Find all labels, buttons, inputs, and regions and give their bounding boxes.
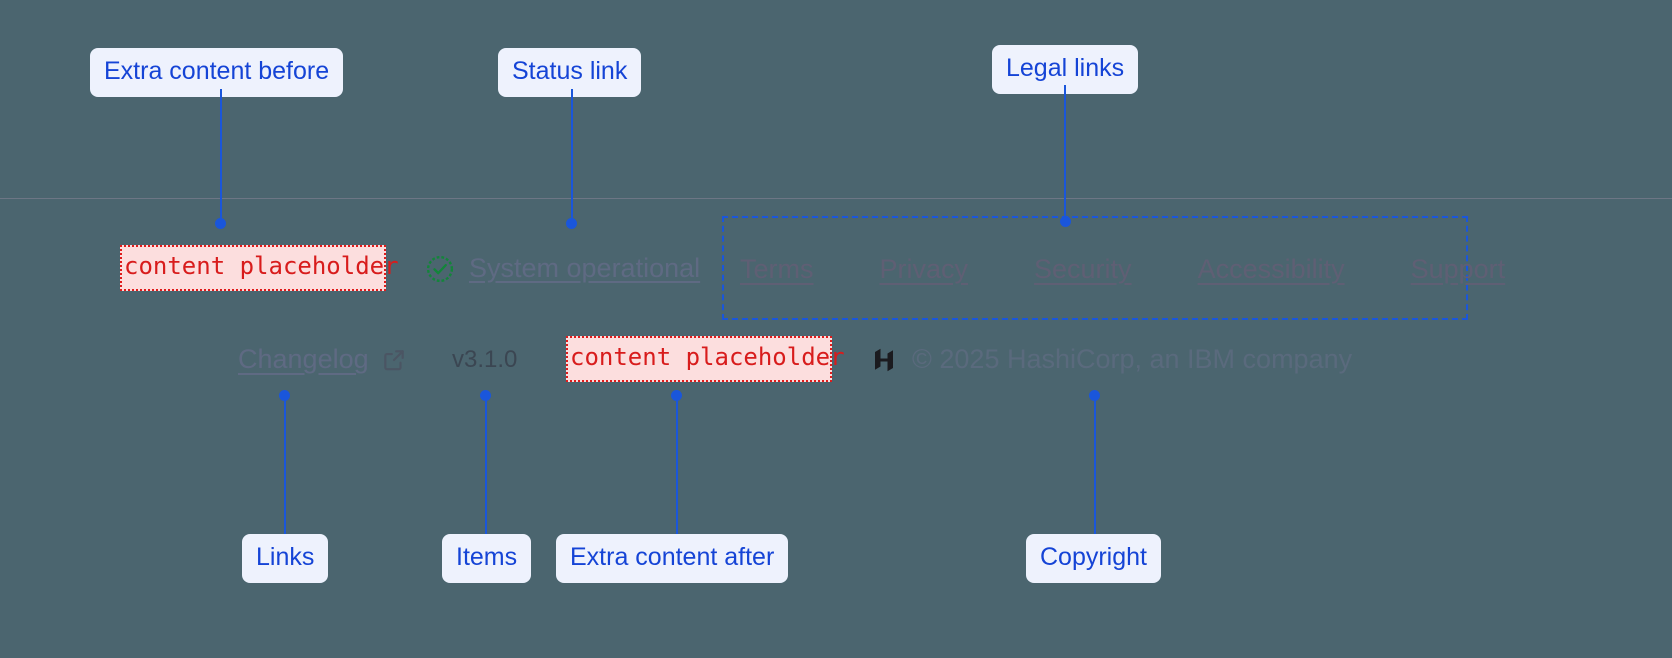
footer-copyright: © 2025 HashiCorp, an IBM company: [870, 344, 1352, 375]
leader-line-extra-content-before: [220, 89, 222, 223]
legal-link-accessibility[interactable]: Accessibility: [1197, 254, 1345, 284]
leader-dot-legal-links: [1060, 216, 1071, 227]
check-circle-icon: [425, 254, 455, 284]
footer-slot-after-placeholder: content placeholder: [566, 336, 845, 382]
leader-line-status-link: [571, 89, 573, 223]
leader-dot-status-link: [566, 218, 577, 229]
legal-links-highlight-box: [722, 216, 1468, 320]
leader-line-links: [284, 396, 286, 534]
footer-version-label: v3.1.0: [452, 346, 518, 373]
leader-line-legal-links: [1064, 85, 1066, 221]
leader-dot-links: [279, 390, 290, 401]
footer-top-divider: [0, 198, 1672, 199]
leader-line-extra-content-after: [676, 396, 678, 534]
hashicorp-logo-icon: [870, 345, 898, 375]
footer-link-changelog-label: Changelog: [238, 344, 369, 374]
annotation-items: Items: [442, 534, 532, 583]
annotation-extra-content-before: Extra content before: [90, 48, 344, 97]
footer-copyright-text: © 2025 HashiCorp, an IBM company: [912, 344, 1353, 374]
legal-link-support[interactable]: Support: [1410, 254, 1506, 284]
legal-link-security[interactable]: Security: [1034, 254, 1132, 284]
leader-dot-items: [480, 390, 491, 401]
leader-line-items: [485, 396, 487, 534]
leader-dot-extra-content-after: [671, 390, 682, 401]
annotation-status-link: Status link: [498, 48, 642, 97]
external-link-icon: [381, 347, 407, 373]
leader-line-copyright: [1094, 396, 1096, 534]
footer-slot-before-placeholder: content placeholder: [120, 245, 399, 291]
status-link-label: System operational: [469, 253, 701, 283]
annotation-copyright: Copyright: [1026, 534, 1161, 583]
annotation-extra-content-after: Extra content after: [556, 534, 789, 583]
leader-dot-extra-content-before: [215, 218, 226, 229]
leader-dot-copyright: [1089, 390, 1100, 401]
legal-link-terms[interactable]: Terms: [740, 254, 814, 284]
legal-links-list: Terms Privacy Security Accessibility Sup…: [740, 254, 1505, 285]
legal-link-privacy[interactable]: Privacy: [879, 254, 969, 284]
footer-link-changelog[interactable]: Changelog: [238, 344, 407, 375]
status-link[interactable]: System operational: [425, 253, 700, 284]
annotation-links: Links: [242, 534, 329, 583]
